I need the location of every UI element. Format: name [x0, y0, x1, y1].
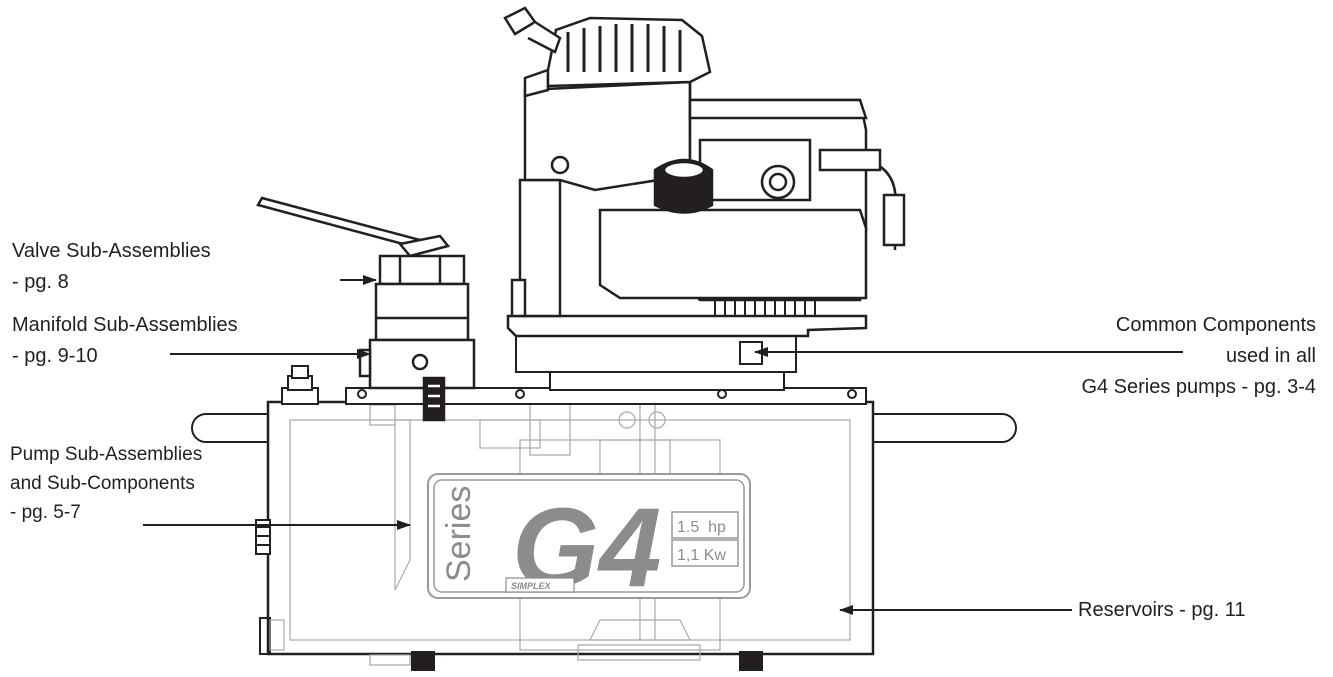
pump-callout-line3: - pg. 5-7	[10, 502, 81, 523]
reservoirs-callout-line1: Reservoirs - pg. 11	[1078, 599, 1246, 621]
valve-assembly	[256, 196, 476, 422]
reservoirs-callout: Reservoirs - pg. 11	[1078, 595, 1245, 626]
leader-arrows	[143, 275, 1183, 615]
common-callout: Common Components used in all G4 Series …	[1081, 310, 1316, 403]
manifold-callout-line1: Manifold Sub-Assemblies	[12, 314, 238, 336]
common-callout-line1: Common Components	[1115, 314, 1316, 336]
label-plate: Series G4 1.5 hp 1,1 Kw SIMPLEX	[427, 473, 751, 610]
pump-callout-line2: and Sub-Components	[10, 473, 195, 494]
manifold-callout: Manifold Sub-Assemblies - pg. 9-10	[12, 310, 238, 372]
label-plate-border	[427, 473, 751, 599]
common-callout-line2: used in all	[1225, 345, 1316, 367]
valve-callout-line1: Valve Sub-Assemblies	[12, 240, 211, 262]
valve-callout: Valve Sub-Assemblies - pg. 8	[12, 236, 211, 298]
common-callout-line3: G4 Series pumps - pg. 3-4	[1081, 376, 1316, 398]
label-kw-text: 1,1 Kw	[677, 547, 726, 564]
pump-callout-line1: Pump Sub-Assemblies	[10, 444, 203, 465]
filler-fitting	[281, 365, 319, 405]
engine	[503, 6, 906, 338]
label-series-text: Series	[440, 486, 478, 582]
engine-adapter	[515, 335, 797, 391]
pump-callout: Pump Sub-Assemblies and Sub-Components -…	[10, 440, 202, 527]
valve-callout-line2: - pg. 8	[12, 271, 69, 293]
label-brand-text: SIMPLEX	[511, 581, 552, 591]
manifold-callout-line2: - pg. 9-10	[12, 345, 98, 367]
label-hp-text: 1.5 hp	[677, 519, 726, 536]
